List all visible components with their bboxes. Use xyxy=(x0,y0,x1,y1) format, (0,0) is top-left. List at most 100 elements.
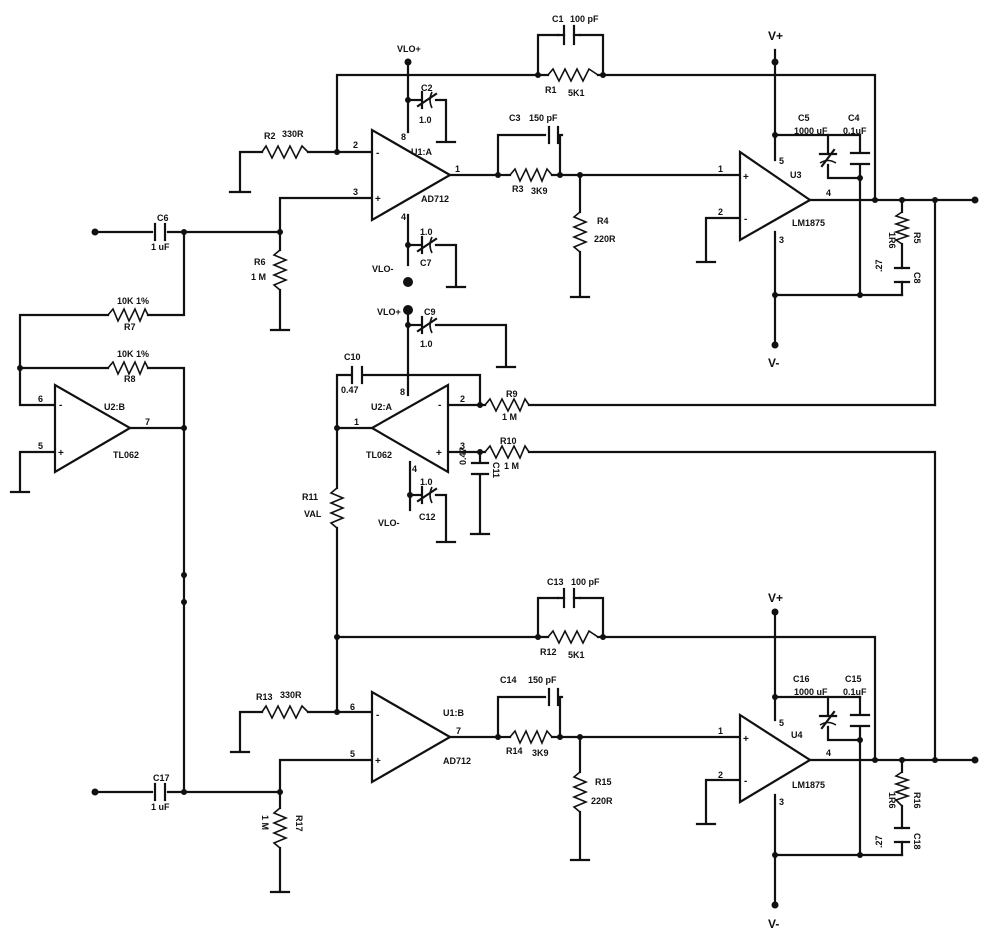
resistor-r5 xyxy=(893,211,911,245)
label-c14-ref: C14 xyxy=(500,675,517,685)
wires-bottom-channel xyxy=(93,596,977,907)
capacitor-c2 xyxy=(416,90,438,110)
resistor-r3 xyxy=(509,167,553,184)
label-c16-ref: C16 xyxy=(793,674,810,684)
capacitor-c17 xyxy=(153,782,167,802)
label-r10-value: 1 M xyxy=(504,461,519,471)
wires-top-channel xyxy=(93,33,977,407)
label-r12-ref: R12 xyxy=(540,647,557,657)
label-c8-value: .27 xyxy=(874,259,884,272)
resistor-r1 xyxy=(547,67,599,83)
label-r2-value: 330R xyxy=(282,129,304,139)
amp-ref-u2a: U2:A xyxy=(371,402,393,412)
label-c7-value: 1.0 xyxy=(420,227,433,237)
label-r2-ref: R2 xyxy=(264,131,276,141)
label-c17-value: 1 uF xyxy=(151,802,170,812)
capacitor-c9 xyxy=(416,315,438,335)
pin-u2b-plus: + xyxy=(58,448,64,459)
pin-u4-3: 3 xyxy=(779,797,784,807)
rail-label-vlo-minus-u1: VLO- xyxy=(372,264,394,274)
pin-u1b-plus: + xyxy=(375,756,381,767)
resistor-r17 xyxy=(271,807,289,849)
resistor-r16 xyxy=(893,771,911,807)
pin-u1b-minus: - xyxy=(376,710,379,721)
label-c2-ref: C2 xyxy=(421,83,433,93)
label-r9-ref: R9 xyxy=(506,389,518,399)
rail-label-vlo-plus-u1: VLO+ xyxy=(397,44,421,54)
pin-u3-5: 5 xyxy=(779,156,784,166)
pin-u2a-minus: - xyxy=(438,400,441,411)
label-r1-value: 5K1 xyxy=(568,88,585,98)
resistor-r12 xyxy=(547,629,599,645)
label-c9-value: 1.0 xyxy=(420,339,433,349)
amp-part-u1b: AD712 xyxy=(443,756,471,766)
capacitor-c5 xyxy=(818,148,838,168)
label-c13-ref: C13 xyxy=(547,577,564,587)
label-c10-ref: C10 xyxy=(344,352,361,362)
label-r7-ref: R7 xyxy=(124,322,136,332)
label-r8-ref: R8 xyxy=(124,374,136,384)
pin-u2b-6: 6 xyxy=(38,394,43,404)
amp-ref-u1b: U1:B xyxy=(443,708,465,718)
label-r16-value: 1R6 xyxy=(887,792,897,809)
resistor-r7 xyxy=(107,307,149,324)
label-c10-value: 0.47 xyxy=(341,385,359,395)
pin-u1a-2: 2 xyxy=(353,140,358,150)
capacitor-c1 xyxy=(556,24,582,46)
capacitor-c15 xyxy=(849,713,871,728)
label-c18-value: .27 xyxy=(874,835,884,848)
label-c12-value: 1.0 xyxy=(420,477,433,487)
label-r12-value: 5K1 xyxy=(568,650,585,660)
label-r8-value: 10K 1% xyxy=(117,349,149,359)
amp-ref-u2b: U2:B xyxy=(104,402,126,412)
pin-u2a-8: 8 xyxy=(400,387,405,397)
amp-part-u4: LM1875 xyxy=(792,780,825,790)
resistor-r14 xyxy=(509,729,553,746)
label-c13-value: 100 pF xyxy=(571,577,600,587)
pin-u1a-3: 3 xyxy=(353,187,358,197)
rail-label-vlo-plus-u2: VLO+ xyxy=(377,307,401,317)
resistor-r11 xyxy=(328,487,346,529)
label-c3-value: 150 pF xyxy=(529,113,558,123)
rail-label-v-minus-u3: V- xyxy=(768,356,779,370)
amp-part-u1a: AD712 xyxy=(421,194,449,204)
label-c16-value: 1000 uF xyxy=(794,687,828,697)
pin-u2a-1: 1 xyxy=(354,417,359,427)
resistor-r6 xyxy=(271,249,289,291)
label-c14-value: 150 pF xyxy=(528,675,557,685)
label-c12-ref: C12 xyxy=(419,512,436,522)
amp-part-u2b: TL062 xyxy=(113,450,139,460)
pin-u3-1: 1 xyxy=(718,164,723,174)
label-r15-ref: R15 xyxy=(595,777,612,787)
label-c5-value: 1000 uF xyxy=(794,126,828,136)
label-r1-ref: R1 xyxy=(545,85,557,95)
capacitor-c14 xyxy=(547,687,560,707)
label-c11-ref: C11 xyxy=(491,462,501,478)
rail-label-v-plus-u3: V+ xyxy=(768,29,783,43)
label-r4-ref: R4 xyxy=(597,216,609,226)
resistor-r15 xyxy=(571,771,589,813)
label-r6-ref: R6 xyxy=(254,257,266,267)
op-amp-u1b xyxy=(370,690,453,784)
amp-ref-u1a: U1:A xyxy=(411,147,433,157)
label-r17-ref: R17 xyxy=(294,815,304,832)
amp-part-u2a: TL062 xyxy=(366,450,392,460)
rail-label-v-minus-u4: V- xyxy=(768,917,779,931)
capacitor-c12 xyxy=(416,485,438,505)
pin-u4-1: 1 xyxy=(718,726,723,736)
label-c9-ref: C9 xyxy=(424,307,436,317)
label-c18-ref: C18 xyxy=(912,833,922,850)
label-c17-ref: C17 xyxy=(153,773,170,783)
capacitor-c4 xyxy=(849,151,871,166)
label-r3-ref: R3 xyxy=(512,184,524,194)
ground-symbols xyxy=(9,140,717,894)
amp-ref-u3: U3 xyxy=(790,170,802,180)
junctions xyxy=(17,58,979,909)
rail-label-v-plus-u4: V+ xyxy=(768,591,783,605)
amp-part-u3: LM1875 xyxy=(792,218,825,228)
pin-u3-plus: + xyxy=(743,172,749,183)
pin-u2a-2: 2 xyxy=(460,394,465,404)
label-c1-value: 100 pF xyxy=(570,14,599,24)
capacitor-c6 xyxy=(153,222,167,242)
